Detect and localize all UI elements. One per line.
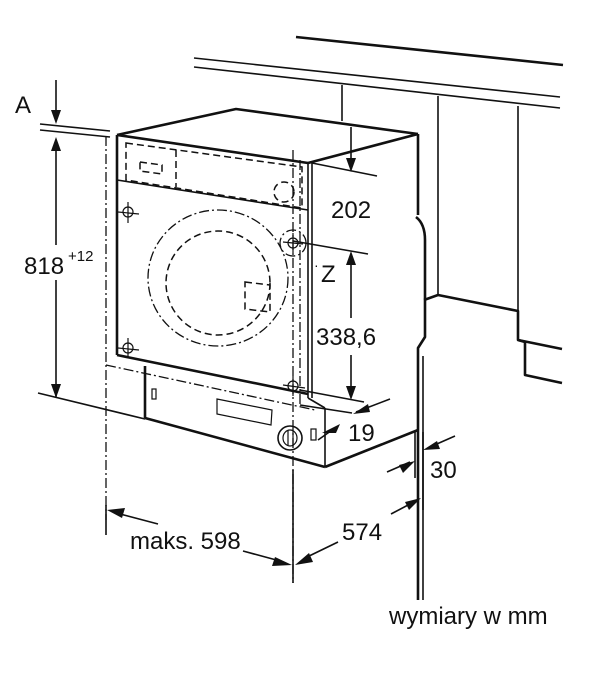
worktop-back-edge	[295, 35, 564, 67]
machine-top-back	[116, 107, 419, 137]
washing-machine	[115, 107, 420, 469]
ext-line-top-2	[39, 129, 111, 138]
door-outer	[147, 209, 289, 347]
label-a: A	[15, 92, 31, 119]
arrow-598-right	[272, 557, 292, 566]
ext-line-bottom	[37, 392, 146, 420]
arrow-598-left	[107, 508, 125, 518]
ext-line-338-bottom	[299, 389, 365, 403]
dimension-connection-height	[292, 240, 369, 403]
label-width: maks. 598	[130, 528, 241, 555]
dimension-top-clearance	[311, 127, 378, 177]
fixing-point-top-left	[117, 202, 140, 223]
machine-top-front	[116, 133, 309, 165]
dim-line-598-a	[119, 513, 159, 525]
label-door-offset: 30	[430, 457, 457, 484]
machine-top-right	[307, 132, 419, 165]
arrow-338-bottom	[346, 386, 356, 400]
label-height-tolerance: +12	[68, 248, 93, 265]
dim-line-598-b	[242, 550, 281, 562]
arrow-30-b	[423, 441, 440, 450]
worktop-front-edge-top	[193, 57, 561, 98]
label-height-value: 818	[24, 253, 64, 280]
machine-front-bottom	[116, 353, 309, 396]
worktop	[193, 35, 564, 600]
unit-note: wymiary w mm	[388, 603, 548, 630]
drain-pump-cap	[277, 425, 303, 451]
dimension-door-offset	[386, 432, 456, 500]
arrow-202	[346, 158, 356, 172]
side-hose	[415, 215, 427, 600]
plinth-right-bottom	[324, 428, 419, 469]
arrow-574-right	[405, 498, 421, 510]
label-z-dot: ·	[314, 257, 319, 273]
dim-line-574-a	[304, 541, 339, 559]
arrow-818-bottom	[51, 384, 61, 398]
fixing-point-bottom-left	[117, 338, 140, 358]
control-panel-bottom	[116, 179, 309, 211]
plinth-bottom	[144, 416, 326, 469]
arrow-574-left	[295, 553, 313, 565]
label-plinth-depth: 19	[348, 420, 375, 447]
arrow-19-a	[353, 404, 370, 414]
label-depth: 574	[342, 519, 382, 546]
dimension-plinth-depth	[299, 398, 391, 441]
drawer-handle	[139, 161, 163, 175]
arrow-30-a	[399, 461, 415, 473]
control-panel-outline	[125, 142, 303, 209]
arrow-a	[51, 110, 61, 124]
plinth-slot	[151, 388, 157, 400]
filter-cover	[216, 398, 273, 426]
arrow-338-top	[346, 251, 356, 265]
cabinet-floor	[423, 293, 563, 385]
dimension-depth-width	[105, 470, 424, 583]
label-top-clearance: 202	[331, 197, 371, 224]
ext-line-19	[299, 404, 353, 414]
program-knob	[273, 181, 295, 203]
drain-hose-stub	[310, 428, 317, 441]
arrow-818-top	[51, 137, 61, 151]
niche-bottom	[105, 364, 316, 411]
label-connection-height: 338,6	[316, 324, 376, 351]
dimension-height	[37, 80, 146, 420]
arrow-19-b	[322, 424, 340, 433]
ext-line-top-1	[39, 123, 111, 132]
cabinet-plinth-top	[517, 338, 563, 351]
door-inner	[165, 230, 271, 336]
worktop-front-edge-bottom	[193, 66, 561, 109]
plinth-corner-top	[307, 397, 326, 409]
ext-line-z	[292, 240, 369, 255]
ext-line-202	[311, 162, 378, 177]
label-connection-point: Z	[321, 261, 336, 288]
door-handle	[244, 281, 271, 313]
